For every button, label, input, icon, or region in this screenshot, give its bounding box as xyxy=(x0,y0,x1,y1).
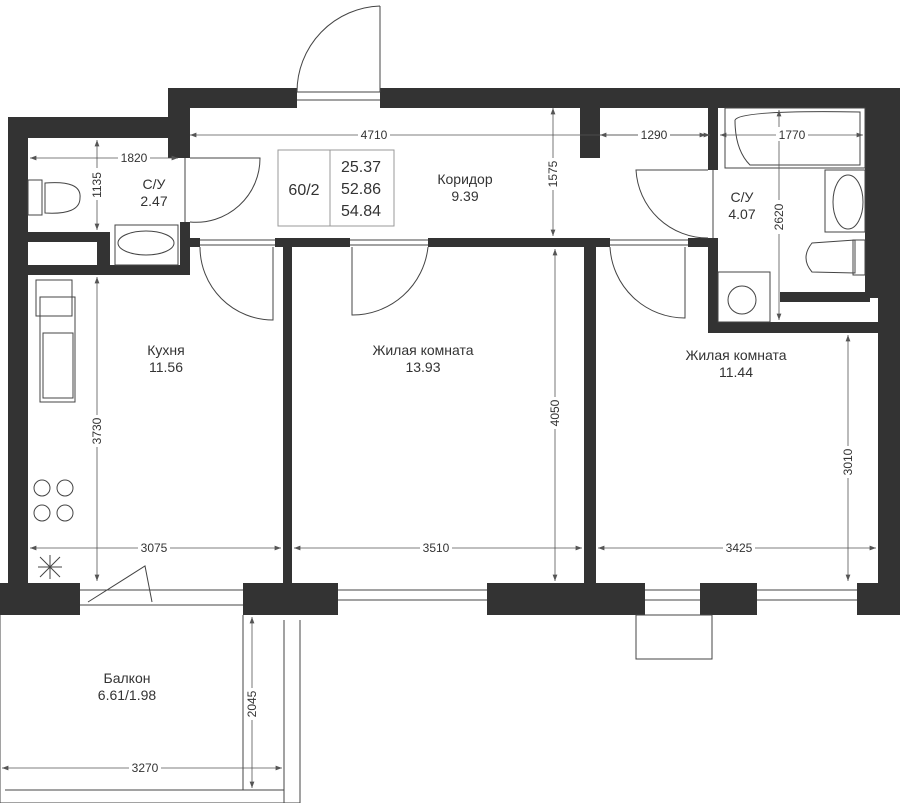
apartment-type: 60/2 xyxy=(288,182,319,199)
room-name: Жилая комната xyxy=(685,347,786,363)
dim-bath-height: 2620 xyxy=(772,203,786,230)
dim-corridor-width: 4710 xyxy=(361,128,388,142)
dim-room1-width: 3510 xyxy=(423,541,450,555)
walls xyxy=(0,88,900,615)
room-name: С/У xyxy=(731,189,754,205)
dim-corridor-right: 1290 xyxy=(641,128,668,142)
total-area: 52.86 xyxy=(341,181,381,198)
dim-wc1-width: 1820 xyxy=(121,151,148,165)
fixtures xyxy=(27,107,866,579)
dim-room2-depth: 3010 xyxy=(841,448,855,475)
room-area: 11.44 xyxy=(719,364,753,380)
dim-corridor-depth: 1575 xyxy=(546,160,560,187)
room-name: Коридор xyxy=(437,171,493,187)
dim-wc1-height: 1135 xyxy=(90,172,104,198)
dim-balcony-width: 3270 xyxy=(132,761,159,775)
doors-windows xyxy=(0,5,857,803)
dim-room1-depth: 4050 xyxy=(548,399,562,426)
room-area: 13.93 xyxy=(405,359,440,375)
living-area: 25.37 xyxy=(341,159,381,176)
room-area: 2.47 xyxy=(140,193,167,209)
room-area: 4.07 xyxy=(728,206,755,222)
room-labels: С/У 2.47 Коридор 9.39 С/У 4.07 Кухня 11.… xyxy=(98,171,787,703)
room-area: 9.39 xyxy=(451,188,478,204)
apartment-summary-box: 60/2 25.37 52.86 54.84 xyxy=(277,149,395,227)
dim-bath-width: 1770 xyxy=(779,128,806,142)
dim-room2-width: 3425 xyxy=(726,541,753,555)
dimension-labels: 4710 1820 1135 1575 1290 1770 2620 3730 … xyxy=(89,127,856,775)
room-area: 11.56 xyxy=(149,359,183,375)
room-name: Балкон xyxy=(104,670,151,686)
total-area-with-balcony: 54.84 xyxy=(341,203,381,220)
room-name: Кухня xyxy=(147,342,184,358)
dim-kitchen-depth: 3730 xyxy=(90,417,104,444)
room-area: 6.61/1.98 xyxy=(98,687,157,703)
dim-balcony-depth: 2045 xyxy=(245,690,259,717)
dim-kitchen-width: 3075 xyxy=(141,541,168,555)
room-name: Жилая комната xyxy=(372,342,473,358)
room-name: С/У xyxy=(143,176,166,192)
